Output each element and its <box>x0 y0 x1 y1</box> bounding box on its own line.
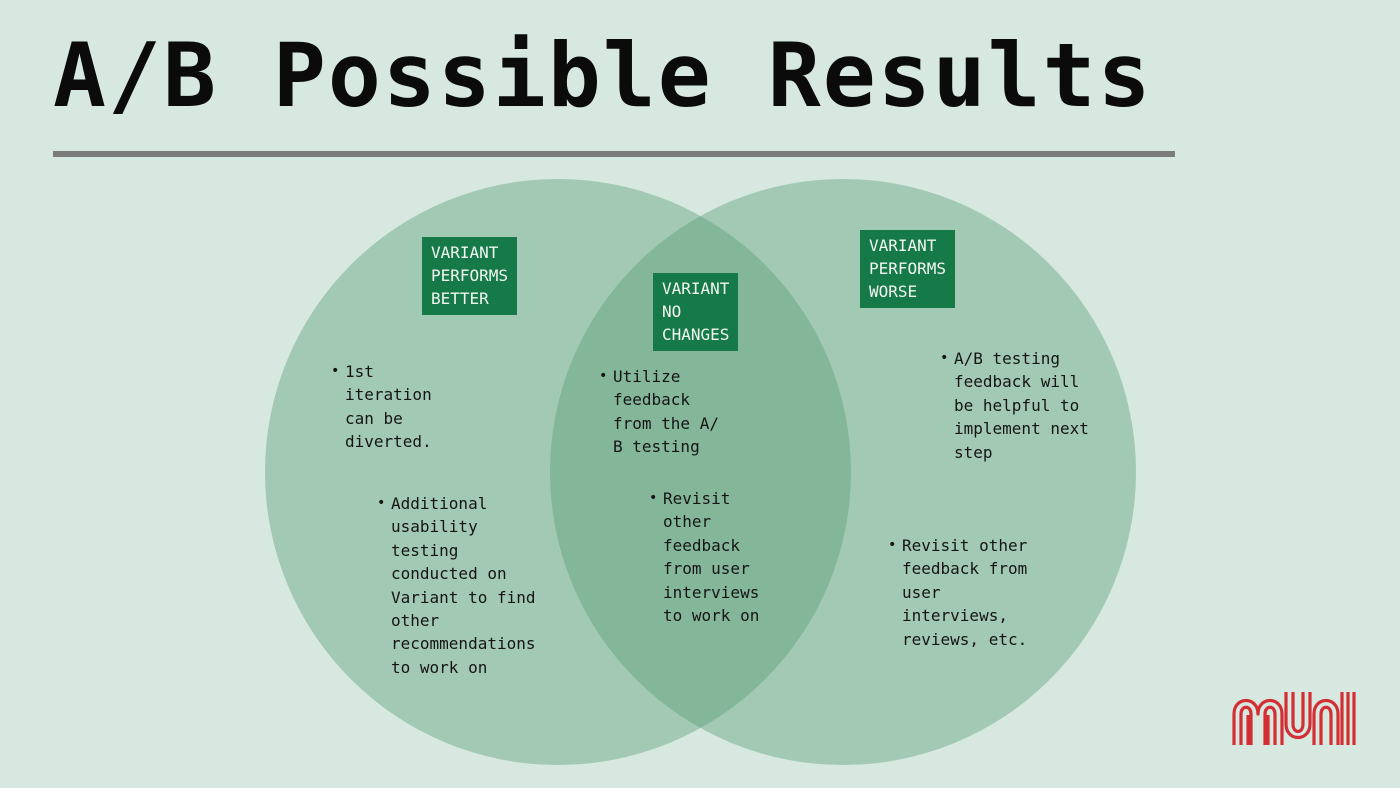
note-line: A/B testing <box>954 349 1060 368</box>
note-right-2: • Revisit other feedback from user inter… <box>888 534 1028 651</box>
note-line: 1st <box>345 362 374 381</box>
note-line: reviews, etc. <box>902 629 1028 649</box>
note-line: Utilize <box>613 367 681 386</box>
note-line: Additional <box>391 494 488 513</box>
slide-title: A/B Possible Results <box>53 24 1153 127</box>
note-line: to work on <box>663 606 760 626</box>
tag-line: PERFORMS <box>869 259 947 278</box>
note-line: feedback from <box>902 559 1028 579</box>
tag-line: BETTER <box>431 289 489 308</box>
tag-line: CHANGES <box>662 325 730 344</box>
note-line: user <box>902 582 941 602</box>
note-line: iteration <box>345 385 432 405</box>
note-line: from user <box>663 559 750 579</box>
note-line: diverted. <box>345 432 432 452</box>
bullet-icon: • <box>888 537 897 553</box>
tag-line: VARIANT <box>662 279 730 298</box>
note-line: Variant to find <box>391 587 536 607</box>
note-line: conducted on <box>391 564 507 584</box>
note-line: other <box>391 611 440 631</box>
tag-line: NO <box>662 302 682 321</box>
bullet-icon: • <box>940 350 949 366</box>
note-line: Revisit other <box>902 536 1028 555</box>
note-left-1: • 1st iteration can be diverted. <box>331 360 432 454</box>
note-line: interviews <box>663 582 760 602</box>
note-middle-1: • Utilize feedback from the A/ B testing <box>599 365 719 459</box>
note-line: testing <box>391 540 459 560</box>
note-line: B testing <box>613 437 700 457</box>
note-line: other <box>663 512 712 532</box>
note-line: recommendations <box>391 634 536 654</box>
tag-variant-performs-worse: VARIANT PERFORMS WORSE <box>860 230 956 308</box>
bullet-icon: • <box>331 363 340 379</box>
note-line: to work on <box>391 657 488 677</box>
bullet-icon: • <box>599 368 608 384</box>
note-line: feedback <box>613 390 691 410</box>
note-middle-2: • Revisit other feedback from user inter… <box>649 487 760 627</box>
note-line: usability <box>391 517 478 537</box>
note-line: feedback will <box>954 372 1080 392</box>
tag-line: PERFORMS <box>431 266 509 285</box>
venn-circle-right <box>550 179 1136 765</box>
tag-line: VARIANT <box>869 236 937 255</box>
note-line: can be <box>345 408 403 428</box>
note-line: Revisit <box>663 489 731 508</box>
note-right-1: • A/B testing feedback will be helpful t… <box>940 347 1089 464</box>
bullet-icon: • <box>377 495 386 511</box>
muni-logo-icon <box>1232 692 1356 745</box>
note-left-2: • Additional usability testing conducted… <box>377 492 536 679</box>
note-line: feedback <box>663 535 741 555</box>
note-line: step <box>954 442 993 462</box>
note-line: interviews, <box>902 606 1008 626</box>
note-line: be helpful to <box>954 395 1080 415</box>
bullet-icon: • <box>649 490 658 506</box>
note-line: from the A/ <box>613 413 719 433</box>
title-underline <box>53 151 1175 157</box>
tag-line: VARIANT <box>431 243 499 262</box>
tag-line: WORSE <box>869 282 918 301</box>
tag-variant-no-changes: VARIANT NO CHANGES <box>653 273 739 351</box>
note-line: implement next <box>954 419 1089 439</box>
tag-variant-performs-better: VARIANT PERFORMS BETTER <box>422 237 518 315</box>
